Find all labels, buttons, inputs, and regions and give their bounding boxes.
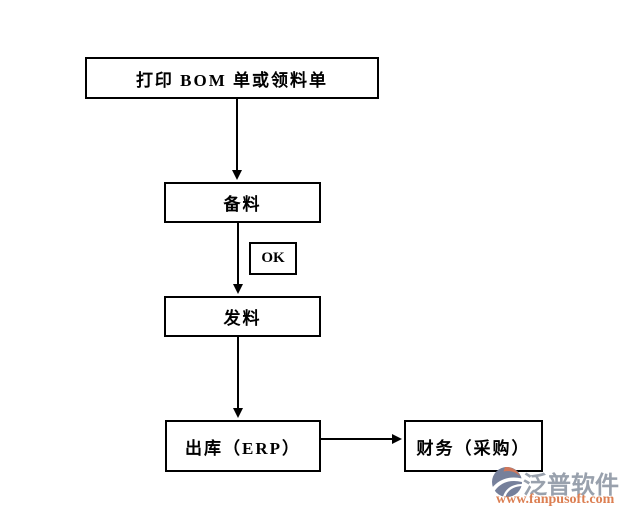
node-print-bom: 打印 BOM 单或领料单 [85, 57, 379, 99]
brand-name: 泛普软件 [523, 472, 619, 499]
arrowhead-down-icon [233, 284, 243, 294]
node-prepare: 备料 [164, 182, 321, 223]
node-outbound-erp: 出库（ERP） [165, 420, 321, 472]
node-ok-label: OK [249, 242, 297, 275]
arrowhead-down-icon [232, 170, 242, 180]
node-finance-purchasing: 财务（采购） [404, 420, 543, 472]
brand-url: www.fanpusoft.com [496, 492, 615, 507]
arrowhead-right-icon [392, 434, 402, 444]
arrow-outbound-to-finance [321, 438, 394, 440]
arrow-print-to-prepare [236, 99, 238, 171]
arrowhead-down-icon [233, 408, 243, 418]
node-issue: 发料 [164, 296, 321, 337]
watermark: 泛普软件 www.fanpusoft.com [490, 464, 623, 512]
fanpu-logo-icon [492, 467, 522, 497]
arrow-prepare-to-issue [237, 223, 239, 285]
arrow-issue-to-outbound [237, 337, 239, 409]
